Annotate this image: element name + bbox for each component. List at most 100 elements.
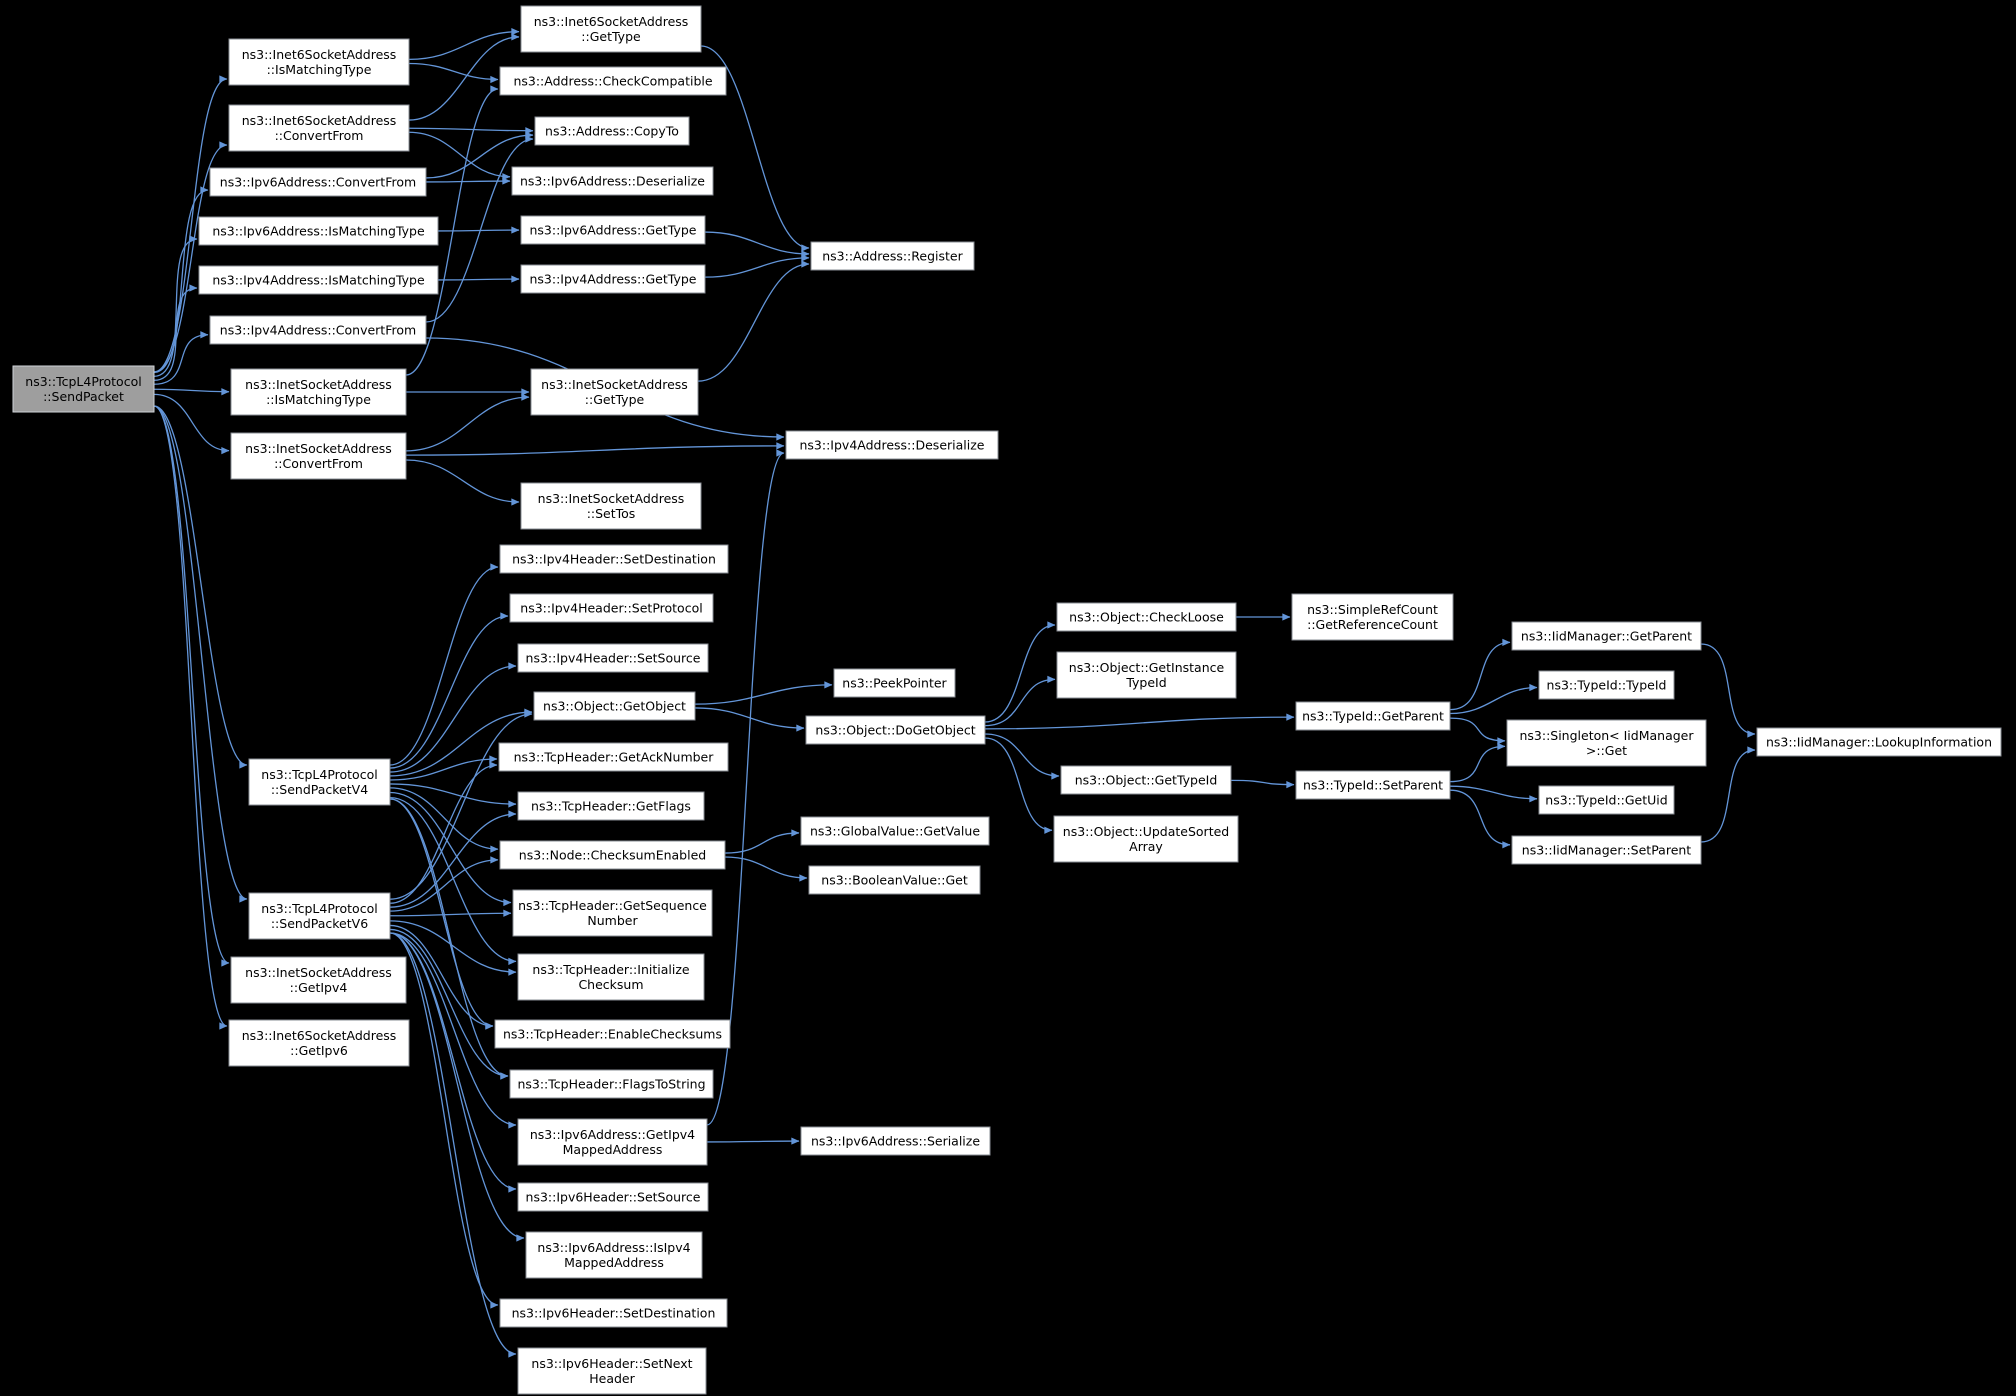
- edge-ipv6-convert-from-to-ipv6-deserialize: [425, 177, 511, 185]
- node-boolean-get[interactable]: ns3::BooleanValue::Get: [808, 865, 981, 895]
- node-send-packet-v4[interactable]: ns3::TcpL4Protocol::SendPacketV4: [248, 758, 391, 806]
- edge-do-get-object-to-update-sorted-array: [984, 737, 1053, 834]
- node-singleton-get[interactable]: ns3::Singleton< IidManager>::Get: [1506, 719, 1707, 767]
- edge-typeid-set-parent-to-typeid-get-uid: [1449, 785, 1538, 803]
- node-box-inet-is-matching-type: [230, 368, 407, 416]
- node-inet-convert-from[interactable]: ns3::InetSocketAddress::ConvertFrom: [230, 432, 407, 480]
- edge-inet6-is-matching-type-to-inet6-get-type: [408, 28, 520, 61]
- node-typeid-get-parent[interactable]: ns3::TypeId::GetParent: [1295, 701, 1451, 731]
- node-box-typeid-get-uid: [1538, 785, 1675, 815]
- node-box-is-ipv4-mapped-address: [525, 1231, 703, 1279]
- edge-send-packet-v6-to-flags-to-string: [389, 928, 509, 1080]
- node-inet-is-matching-type[interactable]: ns3::InetSocketAddress::IsMatchingType: [230, 368, 407, 416]
- node-do-get-object[interactable]: ns3::Object::DoGetObject: [805, 715, 986, 745]
- edge-do-get-object-to-get-type-id: [984, 733, 1060, 780]
- node-get-type-id[interactable]: ns3::Object::GetTypeId: [1060, 765, 1232, 795]
- node-iid-set-parent[interactable]: ns3::IidManager::SetParent: [1511, 835, 1702, 865]
- node-set-tos[interactable]: ns3::InetSocketAddress::SetTos: [520, 482, 702, 530]
- node-label-ipv4-deserialize: ns3::Ipv4Address::Deserialize: [800, 437, 985, 452]
- node-ipv6-deserialize[interactable]: ns3::Ipv6Address::Deserialize: [511, 166, 714, 196]
- node-ipv4-set-protocol[interactable]: ns3::Ipv4Header::SetProtocol: [509, 593, 714, 623]
- node-typeid-ctor[interactable]: ns3::TypeId::TypeId: [1538, 670, 1675, 700]
- node-get-flags[interactable]: ns3::TcpHeader::GetFlags: [517, 791, 705, 821]
- edge-send-packet-v4-to-get-sequence-number: [389, 791, 512, 907]
- node-ipv4-set-destination[interactable]: ns3::Ipv4Header::SetDestination: [499, 544, 729, 574]
- node-ipv6-set-source[interactable]: ns3::Ipv6Header::SetSource: [517, 1182, 709, 1212]
- node-inet-get-type[interactable]: ns3::InetSocketAddress::GetType: [530, 368, 699, 416]
- node-ipv4-set-source[interactable]: ns3::Ipv4Header::SetSource: [517, 643, 709, 673]
- node-box-ipv6-get-type: [520, 215, 706, 245]
- node-label-ipv4-set-protocol: ns3::Ipv4Header::SetProtocol: [520, 600, 702, 615]
- edge-send-packet-to-get-ipv6: [153, 405, 228, 1030]
- node-flags-to-string[interactable]: ns3::TcpHeader::FlagsToString: [509, 1069, 714, 1099]
- node-ipv6-serialize[interactable]: ns3::Ipv6Address::Serialize: [800, 1126, 991, 1156]
- node-checksum-enabled[interactable]: ns3::Node::ChecksumEnabled: [499, 840, 726, 870]
- edge-send-packet-v6-to-enable-checksums: [389, 924, 494, 1030]
- edge-send-packet-v4-to-get-object: [389, 708, 533, 777]
- node-send-packet-v6[interactable]: ns3::TcpL4Protocol::SendPacketV6: [248, 892, 391, 940]
- node-get-object[interactable]: ns3::Object::GetObject: [533, 691, 696, 721]
- node-lookup-information[interactable]: ns3::IidManager::LookupInformation: [1756, 727, 2002, 757]
- node-ipv4-convert-from[interactable]: ns3::Ipv4Address::ConvertFrom: [209, 315, 427, 345]
- node-inet6-get-type[interactable]: ns3::Inet6SocketAddress::GetType: [520, 5, 702, 53]
- node-peek-pointer[interactable]: ns3::PeekPointer: [833, 668, 956, 698]
- node-label-do-get-object: ns3::Object::DoGetObject: [815, 722, 975, 737]
- node-check-compatible[interactable]: ns3::Address::CheckCompatible: [499, 66, 727, 96]
- node-get-ack-number[interactable]: ns3::TcpHeader::GetAckNumber: [498, 742, 729, 772]
- node-label-check-loose: ns3::Object::CheckLoose: [1069, 609, 1224, 624]
- node-enable-checksums[interactable]: ns3::TcpHeader::EnableChecksums: [494, 1019, 731, 1049]
- node-get-reference-count[interactable]: ns3::SimpleRefCount::GetReferenceCount: [1291, 593, 1454, 641]
- node-ipv4-is-matching-type[interactable]: ns3::Ipv4Address::IsMatchingType: [198, 265, 439, 295]
- node-send-packet[interactable]: ns3::TcpL4Protocol::SendPacket: [12, 365, 155, 413]
- node-box-ipv6-deserialize: [511, 166, 714, 196]
- node-inet6-convert-from[interactable]: ns3::Inet6SocketAddress::ConvertFrom: [228, 104, 410, 152]
- node-ipv6-is-matching-type[interactable]: ns3::Ipv6Address::IsMatchingType: [198, 216, 439, 246]
- node-ipv4-deserialize[interactable]: ns3::Ipv4Address::Deserialize: [785, 430, 999, 460]
- node-ipv6-convert-from[interactable]: ns3::Ipv6Address::ConvertFrom: [209, 167, 427, 197]
- node-copy-to[interactable]: ns3::Address::CopyTo: [534, 116, 690, 146]
- edge-do-get-object-to-get-instance-type-id: [984, 675, 1056, 727]
- node-iid-get-parent[interactable]: ns3::IidManager::GetParent: [1511, 621, 1702, 651]
- edge-typeid-get-parent-to-singleton-get: [1449, 717, 1506, 745]
- node-global-get-value[interactable]: ns3::GlobalValue::GetValue: [800, 816, 990, 846]
- node-label-send-packet-v4: ns3::TcpL4Protocol::SendPacketV4: [261, 767, 377, 797]
- node-label-get-reference-count: ns3::SimpleRefCount::GetReferenceCount: [1307, 602, 1438, 632]
- node-get-ipv4[interactable]: ns3::InetSocketAddress::GetIpv4: [230, 956, 407, 1004]
- edge-send-packet-to-inet-convert-from: [153, 393, 230, 455]
- node-check-loose[interactable]: ns3::Object::CheckLoose: [1056, 602, 1237, 632]
- node-ipv6-set-destination[interactable]: ns3::Ipv6Header::SetDestination: [499, 1298, 728, 1328]
- edge-send-packet-v6-to-get-sequence-number: [389, 909, 512, 917]
- node-label-get-ipv4: ns3::InetSocketAddress::GetIpv4: [245, 965, 392, 995]
- node-label-lookup-information: ns3::IidManager::LookupInformation: [1766, 734, 1992, 749]
- node-get-ipv6[interactable]: ns3::Inet6SocketAddress::GetIpv6: [228, 1019, 410, 1067]
- node-box-iid-set-parent: [1511, 835, 1702, 865]
- node-address-register[interactable]: ns3::Address::Register: [810, 241, 975, 271]
- edge-inet6-convert-from-to-inet6-get-type: [408, 33, 520, 121]
- edge-send-packet-v4-to-flags-to-string: [389, 798, 509, 1080]
- node-label-send-packet: ns3::TcpL4Protocol::SendPacket: [25, 374, 141, 404]
- edge-send-packet-v6-to-checksum-enabled: [389, 856, 499, 912]
- node-label-ipv4-get-type: ns3::Ipv4Address::GetType: [530, 271, 697, 286]
- node-typeid-get-uid[interactable]: ns3::TypeId::GetUid: [1538, 785, 1675, 815]
- edge-ipv4-is-matching-type-to-ipv4-get-type: [437, 275, 520, 283]
- node-inet6-is-matching-type[interactable]: ns3::Inet6SocketAddress::IsMatchingType: [228, 38, 410, 86]
- edge-send-packet-v6-to-get-ack-number: [389, 761, 498, 904]
- node-ipv6-get-type[interactable]: ns3::Ipv6Address::GetType: [520, 215, 706, 245]
- node-box-do-get-object: [805, 715, 986, 745]
- node-label-ipv6-is-matching-type: ns3::Ipv6Address::IsMatchingType: [212, 223, 425, 238]
- node-label-enable-checksums: ns3::TcpHeader::EnableChecksums: [503, 1026, 722, 1041]
- node-label-inet-convert-from: ns3::InetSocketAddress::ConvertFrom: [245, 441, 392, 471]
- node-typeid-set-parent[interactable]: ns3::TypeId::SetParent: [1295, 770, 1451, 800]
- node-box-send-packet-v6: [248, 892, 391, 940]
- node-ipv4-get-type[interactable]: ns3::Ipv4Address::GetType: [520, 264, 706, 294]
- node-label-ipv6-set-source: ns3::Ipv6Header::SetSource: [526, 1189, 701, 1204]
